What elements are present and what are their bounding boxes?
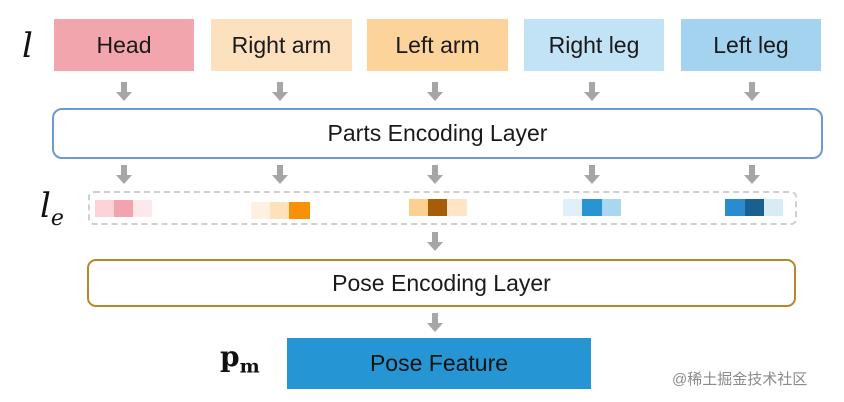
arrow-down-icon — [116, 82, 132, 102]
part-left-leg-label: Left leg — [713, 31, 789, 58]
arrow-down-icon — [272, 82, 288, 102]
embedding-cell — [447, 199, 467, 216]
embedding-cell — [114, 200, 133, 217]
embedding-cell — [725, 199, 745, 216]
embedding-cell — [251, 202, 270, 219]
variable-p-m-base: p — [220, 340, 240, 373]
part-right-arm-label: Right arm — [231, 31, 332, 58]
embedding-cell — [745, 199, 764, 216]
variable-l-e-subscript: e — [50, 205, 64, 231]
embedding-cell — [133, 200, 152, 217]
pose-encoding-layer-label: Pose Encoding Layer — [332, 269, 551, 296]
variable-l-e: le — [40, 186, 64, 231]
part-left-arm-label: Left arm — [395, 31, 480, 58]
variable-l: l — [22, 26, 33, 66]
part-left-leg-box: Left leg — [681, 19, 821, 71]
arrow-down-icon — [744, 82, 760, 102]
pose-feature-box: Pose Feature — [287, 338, 591, 389]
embedding-cell — [428, 199, 447, 216]
part-right-arm-box: Right arm — [211, 19, 352, 71]
part-right-leg-box: Right leg — [524, 19, 664, 71]
arrow-down-icon — [427, 82, 443, 102]
arrow-down-icon — [584, 82, 600, 102]
embedding-cell — [409, 199, 428, 216]
pose-encoding-layer: Pose Encoding Layer — [87, 259, 796, 307]
embedding-cell — [764, 199, 783, 216]
arrow-down-icon — [427, 313, 443, 333]
parts-encoding-layer: Parts Encoding Layer — [52, 108, 823, 159]
watermark-text: @稀土掘金技术社区 — [672, 371, 808, 388]
arrow-down-icon — [584, 165, 600, 185]
embedding-cell — [270, 202, 289, 219]
embedding-cell — [289, 202, 310, 219]
arrow-down-icon — [272, 165, 288, 185]
part-left-arm-box: Left arm — [367, 19, 508, 71]
arrow-down-icon — [427, 232, 443, 252]
embedding-cell — [563, 199, 582, 216]
pose-feature-label: Pose Feature — [369, 350, 509, 376]
arrow-down-icon — [744, 165, 760, 185]
variable-p-m: pm — [220, 340, 260, 378]
variable-p-m-subscript: m — [239, 355, 260, 378]
arrow-down-icon — [116, 165, 132, 185]
embedding-cell — [602, 199, 621, 216]
variable-l-e-base: l — [40, 186, 51, 226]
embedding-cell — [582, 199, 602, 216]
arrow-down-icon — [427, 165, 443, 185]
part-head-label: Head — [96, 31, 152, 58]
part-embeddings-container — [88, 191, 797, 225]
part-head-box: Head — [54, 19, 194, 71]
parts-encoding-layer-label: Parts Encoding Layer — [327, 120, 548, 146]
embedding-cell — [95, 200, 114, 217]
part-right-leg-label: Right leg — [548, 31, 640, 58]
